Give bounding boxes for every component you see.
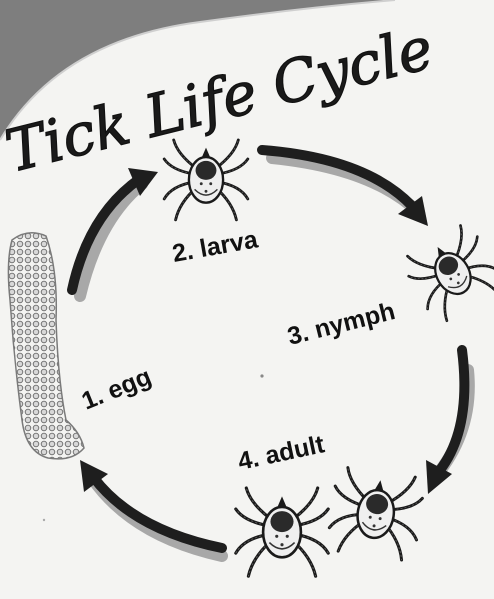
- diagram-stage: Tick Life Cycle: [0, 0, 494, 599]
- tick-life-cycle-diagram: Tick Life Cycle: [0, 0, 494, 599]
